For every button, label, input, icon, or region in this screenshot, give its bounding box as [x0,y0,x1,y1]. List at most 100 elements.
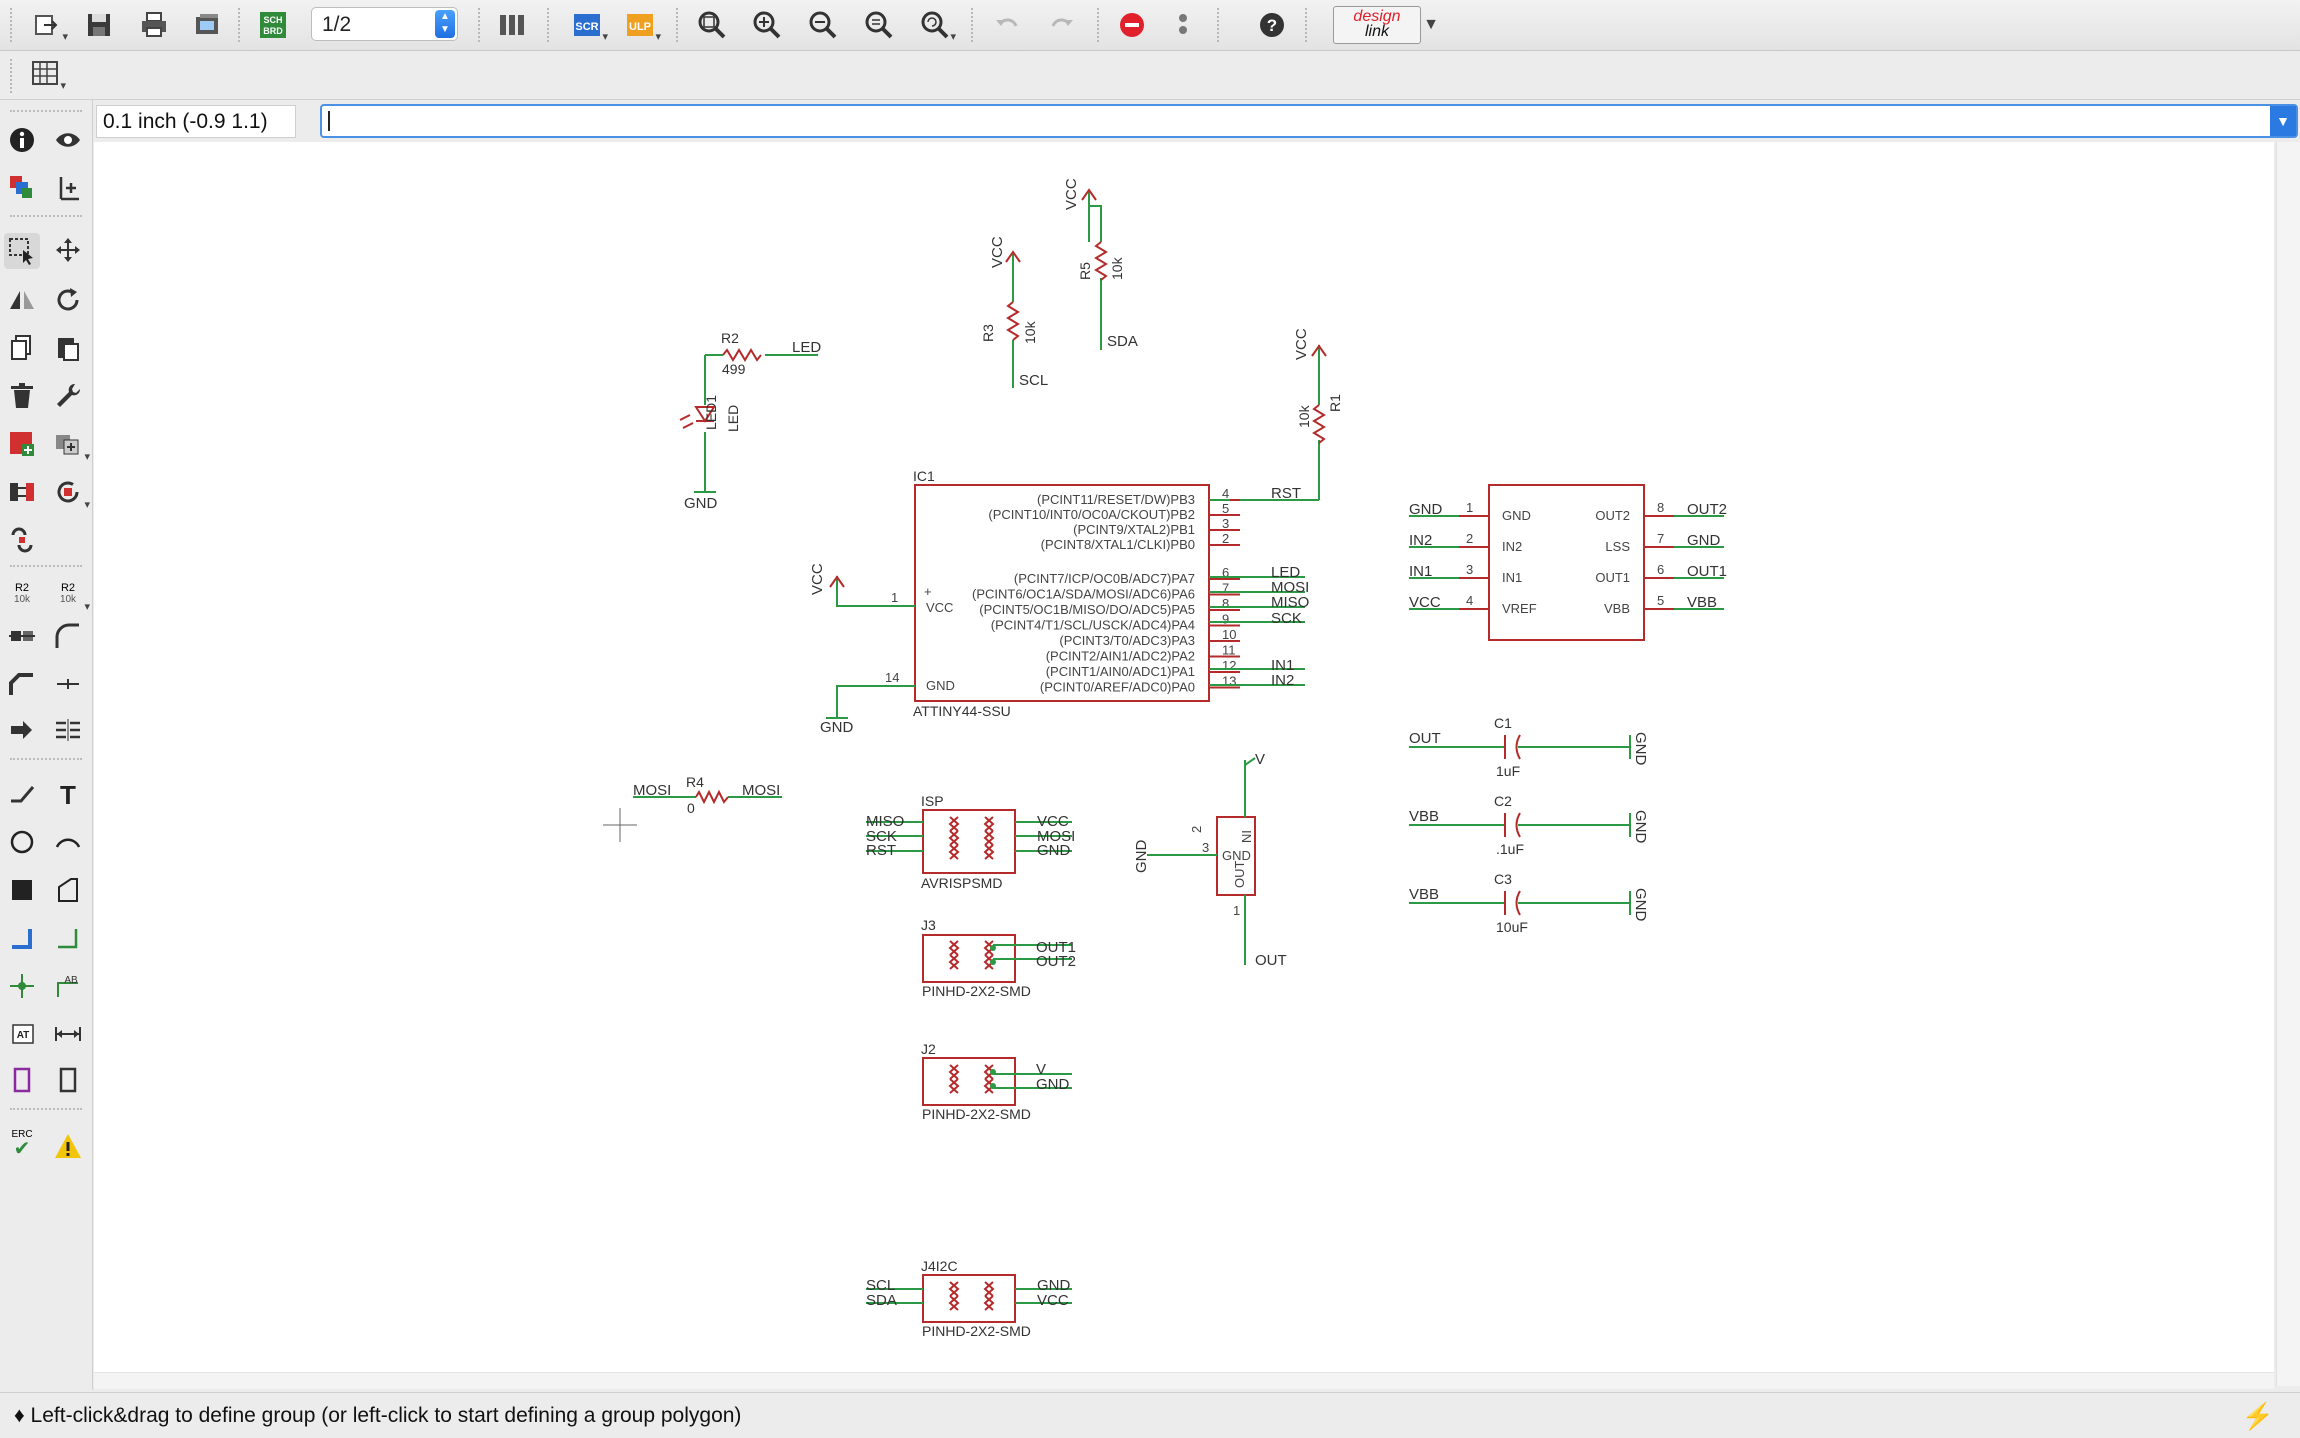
j2-value: PINHD-2X2-SMD [922,1106,1031,1122]
wire-icon[interactable] [4,776,40,812]
zoom-select-icon[interactable] [862,8,896,42]
print-icon[interactable] [137,8,171,42]
bus-icon[interactable] [4,920,40,956]
driver-pin-label: VREF [1502,601,1537,616]
circle-icon[interactable] [4,824,40,860]
j4-scl-label: SCL [866,1277,895,1294]
r1-resistor[interactable]: VCC 10k R1 [1230,328,1343,501]
save-icon[interactable] [82,8,116,42]
split-icon[interactable] [4,618,40,654]
horizontal-scrollbar[interactable] [94,1372,2274,1389]
cam-icon[interactable] [190,8,224,42]
mark-icon[interactable] [50,170,86,206]
design-link-dropdown-icon[interactable]: ▼ [1423,16,1439,33]
sheet-stepper[interactable]: ▲▼ [435,10,455,38]
ic1-led-net: LED [1271,564,1300,581]
ic1-pin-number: 6 [1222,565,1229,580]
undo-icon[interactable] [990,8,1024,42]
go-icon[interactable] [1166,8,1200,42]
group-select-icon[interactable] [4,233,40,269]
regulator-pin2: 2 [1189,826,1204,833]
invoke-icon[interactable] [4,522,40,558]
j2-header[interactable]: J2 PINHD-2X2-SMD V GND [921,1041,1072,1122]
led1-gnd-label: GND [684,495,718,512]
smash-icon[interactable] [4,666,40,702]
erc-icon[interactable]: ERC✔ [11,1129,33,1160]
zoom-fit-icon[interactable] [695,8,729,42]
r4-value: 0 [687,800,695,816]
copy-icon[interactable] [4,330,40,366]
mirror-icon[interactable] [4,282,40,318]
open-icon[interactable]: ▾ [30,8,68,43]
text-icon[interactable]: T [50,776,86,812]
schematic-canvas[interactable]: .lbl{font-size:14px;fill:#333;} .pin{fon… [94,142,2274,1386]
zoom-out-icon[interactable] [806,8,840,42]
regulator-gnd: GND [1222,848,1251,863]
j4-gnd-label: GND [1037,1277,1071,1294]
j3-header[interactable]: J3 PINHD-2X2-SMD OUT1 OUT2 [921,917,1076,999]
led1-diode[interactable]: LED1 LED GND [679,355,741,512]
zoom-redraw-icon[interactable]: ▾ [918,8,956,43]
design-link-button[interactable]: design link [1333,6,1421,44]
optimize-icon[interactable] [50,666,86,702]
r3-resistor[interactable]: VCC R3 10k SCL [980,236,1048,389]
module-icon[interactable] [50,1062,86,1098]
grid-icon[interactable]: ▾ [28,57,66,92]
help-icon[interactable]: ? [1255,8,1289,42]
errors-warning-icon[interactable] [50,1128,86,1164]
attribute-icon[interactable]: AT [4,1016,40,1052]
polygon-icon[interactable] [50,872,86,908]
paste-icon[interactable] [50,330,86,366]
frame-icon[interactable] [4,1062,40,1098]
sheet-selector[interactable]: 1/2 ▲▼ [311,7,458,41]
move-icon[interactable] [50,233,86,269]
label-icon[interactable]: AB [50,968,86,1004]
rotate-icon[interactable] [50,282,86,318]
library-icon[interactable] [495,8,529,42]
miter-icon[interactable] [50,618,86,654]
r4-resistor[interactable]: MOSI MOSI R4 0 [633,774,782,816]
voltage-regulator[interactable]: V OUT GND IN GND OUT 3 1 2 [1133,751,1287,969]
lightning-icon[interactable]: ⚡ [2241,1401,2274,1431]
pin-swap-icon[interactable]: ▾ [50,474,90,511]
change-wrench-icon[interactable] [50,378,86,414]
svg-text:T: T [60,780,76,809]
net-icon[interactable] [50,920,86,956]
show-eye-icon[interactable] [50,122,86,158]
route-icon[interactable] [4,712,40,748]
stop-icon[interactable] [1115,8,1149,42]
dimension-icon[interactable] [50,1016,86,1052]
name-tool-label-bottom: 10k [13,594,31,605]
layers-icon[interactable] [4,170,40,206]
add-part-icon[interactable] [4,426,40,462]
zoom-in-icon[interactable] [750,8,784,42]
ic1-pin-label: (PCINT6/OC1A/SDA/MOSI/ADC6)PA6 [972,587,1195,602]
gate-swap-icon[interactable] [4,474,40,510]
junction-icon[interactable] [4,968,40,1004]
ulp-icon[interactable]: ULP▾ [623,8,661,43]
isp-header[interactable]: ISP AVRISPSMD MISO SCK RST VCC MOSI GND [866,793,1075,891]
script-icon[interactable]: SCR▾ [570,8,608,43]
rectangle-icon[interactable] [4,872,40,908]
split-bus-icon[interactable] [50,712,86,748]
r2-resistor[interactable]: R2 499 LED [705,330,821,377]
j4i2c-header[interactable]: J4I2C PINHD-2X2-SMD SCL SDA GND VCC [866,1258,1072,1339]
command-history-dropdown-icon[interactable]: ▼ [2270,106,2296,136]
replace-icon[interactable]: ▾ [50,426,90,463]
info-icon[interactable] [4,122,40,158]
command-line-input[interactable]: ▼ [320,104,2298,138]
arc-icon[interactable] [50,824,86,860]
r5-resistor[interactable]: VCC R5 10k SDA [1063,178,1138,350]
delete-icon[interactable] [4,378,40,414]
redo-icon[interactable] [1045,8,1079,42]
vertical-scrollbar[interactable] [2276,142,2300,1386]
